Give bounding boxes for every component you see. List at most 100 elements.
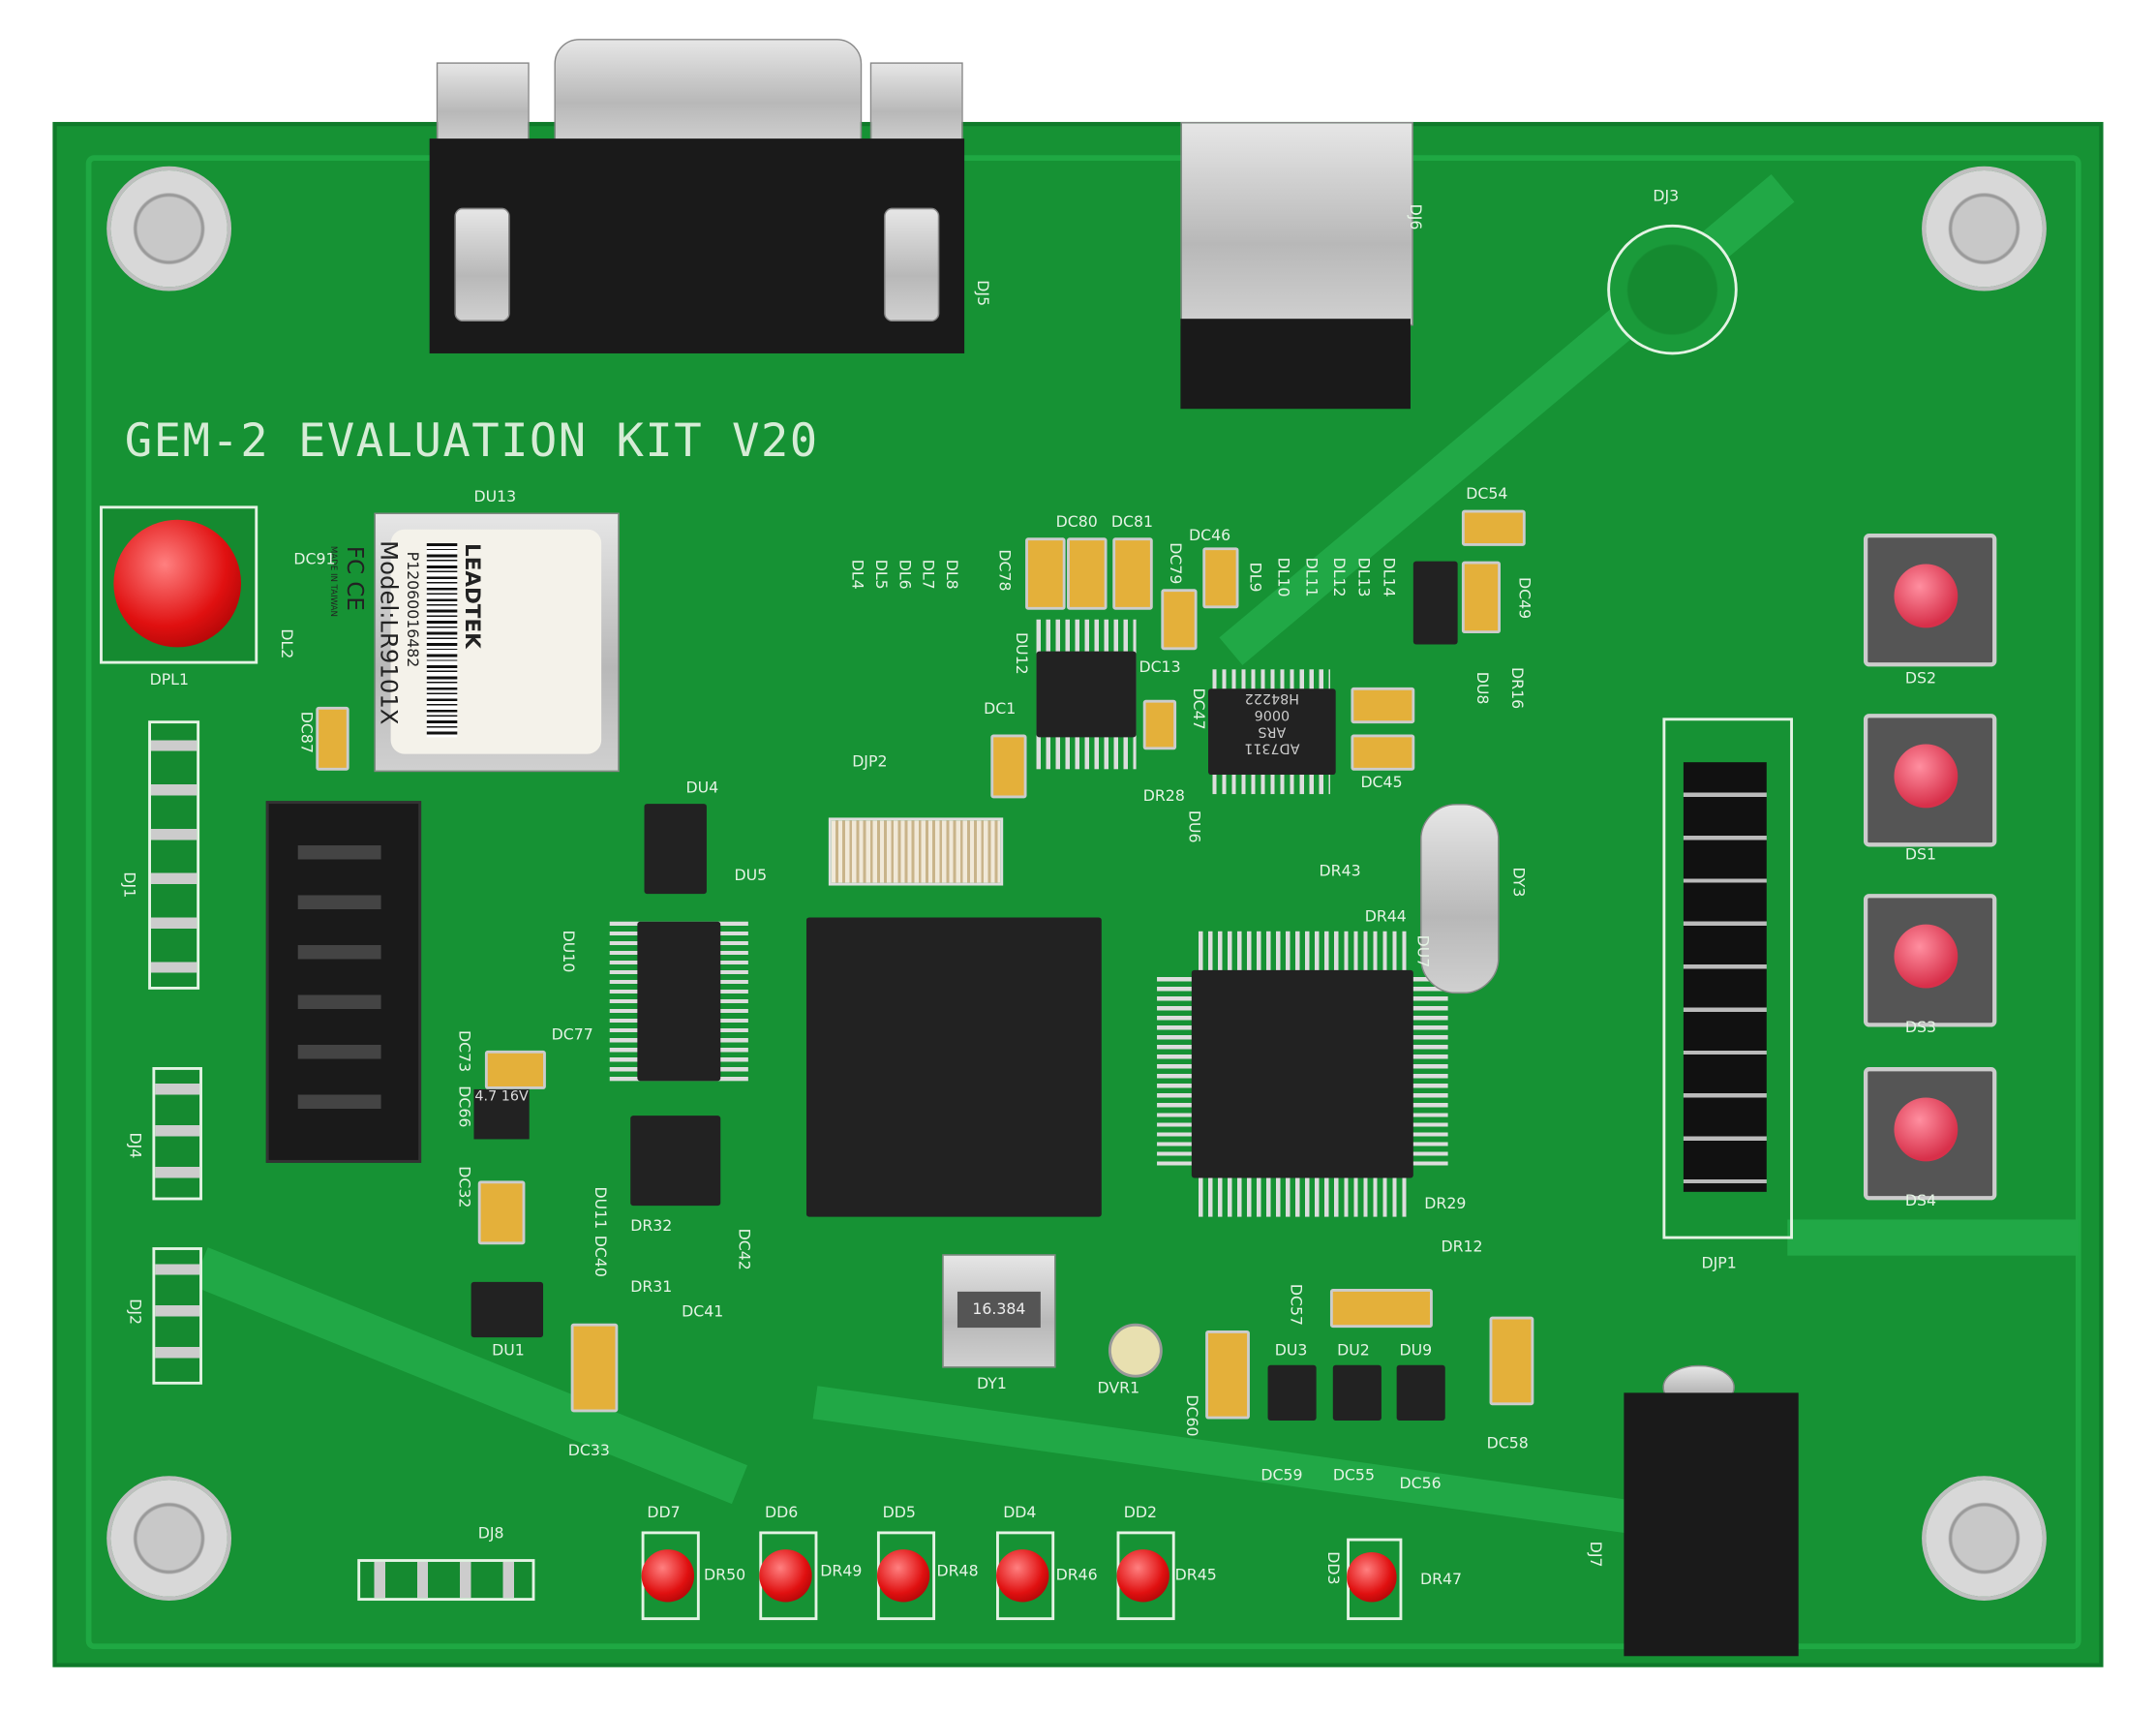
silk-label: DJ2 bbox=[126, 1299, 144, 1326]
silk-label: DC87 bbox=[297, 711, 316, 753]
silk-label: DC40 bbox=[591, 1235, 610, 1277]
crystal-dy1: 16.384 bbox=[942, 1254, 1056, 1368]
silk-label: DR29 bbox=[1424, 1194, 1467, 1213]
push-button-ds4[interactable] bbox=[1894, 1097, 1959, 1162]
silk-label: DC49 bbox=[1515, 576, 1533, 620]
button-ds1-base bbox=[1863, 714, 1997, 847]
header-dj4[interactable] bbox=[152, 1067, 202, 1201]
silk-label: DJ8 bbox=[477, 1524, 504, 1543]
push-button-ds3[interactable] bbox=[1894, 924, 1959, 989]
adc-marking: 0006 bbox=[1254, 706, 1291, 722]
header-djp1-outline bbox=[1662, 718, 1793, 1239]
silk-label: DC81 bbox=[1110, 512, 1153, 532]
silk-label: DC79 bbox=[1166, 542, 1185, 585]
header-djp1[interactable] bbox=[1683, 762, 1767, 1192]
crystal-frequency: 16.384 bbox=[957, 1291, 1041, 1329]
silk-label: DL5 bbox=[871, 559, 891, 590]
mounting-hole bbox=[110, 170, 228, 288]
serial-number: P1206001648​2 bbox=[403, 551, 422, 668]
qfp-pins bbox=[1198, 931, 1407, 973]
certification-marks: FC CE bbox=[342, 545, 369, 611]
push-button-ds2[interactable] bbox=[1894, 564, 1959, 628]
qfp-pins bbox=[1198, 1175, 1407, 1217]
silk-label: DC33 bbox=[567, 1441, 610, 1460]
silk-label: DC66 bbox=[455, 1085, 473, 1128]
mounting-hole bbox=[110, 1480, 228, 1597]
trimmer-potentiometer-dvr1[interactable] bbox=[1108, 1323, 1163, 1378]
silk-label: DL8 bbox=[942, 559, 961, 590]
capacitor-dc54 bbox=[1461, 509, 1526, 546]
silk-label: DC73 bbox=[455, 1029, 473, 1073]
silk-label: DC46 bbox=[1188, 526, 1231, 545]
header-dj1[interactable] bbox=[148, 720, 200, 990]
silk-label: DC13 bbox=[1139, 657, 1181, 677]
silk-label: DD6 bbox=[765, 1503, 799, 1522]
capacitor-dc57 bbox=[1329, 1289, 1433, 1329]
silk-label: DL7 bbox=[919, 559, 937, 590]
silk-label: DC42 bbox=[735, 1228, 753, 1270]
silk-label: DJ1 bbox=[120, 871, 138, 899]
silk-label: DC32 bbox=[455, 1166, 473, 1208]
header-dj8[interactable] bbox=[357, 1559, 535, 1602]
chip-du11 bbox=[630, 1116, 721, 1207]
model-number: Model:LR9101X bbox=[374, 540, 403, 725]
silk-label: DC91 bbox=[293, 550, 336, 568]
mini-din-connector[interactable] bbox=[1607, 224, 1738, 355]
silk-label: DR32 bbox=[630, 1216, 673, 1236]
ground-trace bbox=[85, 155, 2081, 1650]
silk-label: DR16 bbox=[1507, 667, 1527, 710]
silk-label: DU9 bbox=[1399, 1341, 1433, 1360]
silk-label: DS2 bbox=[1904, 669, 1937, 688]
capacitor-dc33 bbox=[570, 1323, 619, 1413]
db9-screw bbox=[884, 207, 940, 322]
silk-label: DL11 bbox=[1302, 557, 1321, 597]
db9-serial-connector[interactable] bbox=[429, 138, 965, 353]
silk-label: DU8 bbox=[1473, 671, 1492, 705]
silk-label: DU10 bbox=[559, 930, 578, 973]
silk-label: DU4 bbox=[685, 779, 719, 797]
brand-logo: LEADTEK bbox=[460, 543, 485, 649]
usb-b-connector[interactable] bbox=[1180, 319, 1411, 410]
silk-label: DL4 bbox=[848, 559, 866, 590]
silk-label: DU5 bbox=[734, 866, 768, 885]
push-button-ds1[interactable] bbox=[1894, 744, 1959, 809]
mounting-hole bbox=[1926, 170, 2043, 288]
header-dj2[interactable] bbox=[152, 1247, 202, 1385]
silk-label: DY1 bbox=[976, 1374, 1007, 1393]
qfp-pins bbox=[1406, 976, 1448, 1172]
silk-label: DC78 bbox=[995, 549, 1015, 592]
main-processor-chip bbox=[805, 917, 1102, 1217]
led-dd5 bbox=[876, 1549, 930, 1603]
qfp-chip-du7 bbox=[1191, 969, 1413, 1178]
silk-label: DC41 bbox=[682, 1302, 724, 1321]
silk-label: DC57 bbox=[1286, 1283, 1305, 1327]
silk-label: DR48 bbox=[936, 1561, 979, 1580]
silk-label: DC60 bbox=[1182, 1394, 1201, 1437]
capacitor-dc66: 4.7 16V bbox=[473, 1088, 530, 1140]
module-label: LEADTEK P1206001648​2 Model:LR9101X FC C… bbox=[328, 529, 602, 754]
silk-label: DU11 bbox=[591, 1186, 610, 1230]
chip-du12 bbox=[1036, 651, 1137, 738]
capacitor-dc49 bbox=[1461, 561, 1501, 634]
chip-du10 bbox=[637, 921, 721, 1082]
silk-label: DU3 bbox=[1274, 1341, 1308, 1360]
silk-label: DJ5 bbox=[973, 280, 992, 307]
silk-label: DC80 bbox=[1055, 512, 1098, 532]
silk-label: DR50 bbox=[704, 1566, 746, 1584]
led-dd6 bbox=[759, 1549, 812, 1603]
adc-part-number: AD7311 bbox=[1244, 740, 1300, 756]
silk-label: DU1 bbox=[492, 1341, 525, 1360]
adc-marking: H84222 bbox=[1244, 689, 1299, 706]
board-to-board-connector[interactable] bbox=[828, 817, 1004, 886]
silk-label: DL13 bbox=[1354, 557, 1374, 597]
db9-screw bbox=[454, 207, 510, 322]
db9-standoff bbox=[869, 62, 963, 146]
capacitor-dc45 bbox=[1351, 734, 1415, 771]
red-push-button[interactable] bbox=[113, 519, 242, 648]
silk-label: DR47 bbox=[1419, 1570, 1463, 1589]
dc-power-jack[interactable] bbox=[1624, 1392, 1799, 1657]
silk-label: DR46 bbox=[1055, 1566, 1098, 1584]
capacitor-dc73 bbox=[484, 1050, 546, 1089]
silk-label: DC45 bbox=[1360, 773, 1403, 792]
silk-label: DR12 bbox=[1441, 1238, 1483, 1256]
